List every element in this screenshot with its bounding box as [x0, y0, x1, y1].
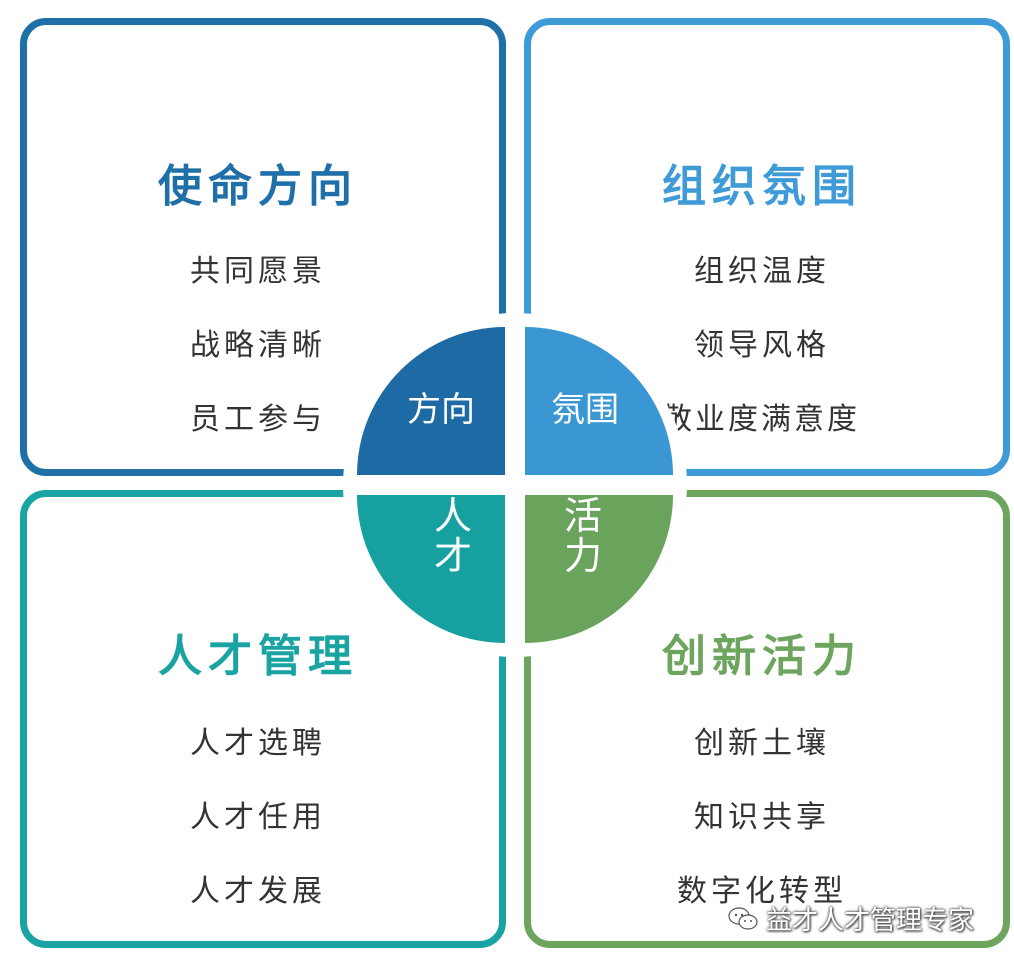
- item-knowledge-sharing: 知识共享: [694, 800, 830, 835]
- item-organization-warmth: 组织温度: [694, 254, 830, 289]
- item-talent-appointment: 人才任用: [190, 800, 326, 835]
- item-strategy-clarity: 战略清晰: [190, 328, 326, 363]
- segment-direction: [357, 327, 505, 475]
- title-mission-direction: 使命方向: [158, 161, 358, 212]
- label-talent-char-1: 人: [433, 494, 472, 538]
- item-innovation-soil: 创新土壤: [694, 726, 830, 761]
- title-innovation-vitality: 创新活力: [662, 631, 862, 682]
- segment-vitality: [525, 495, 673, 643]
- label-talent-char-2: 才: [433, 534, 472, 578]
- quadrant-mission-direction: [20, 18, 506, 476]
- item-digital-transformation: 数字化转型: [677, 874, 847, 909]
- watermark: 益才人才管理专家: [728, 900, 974, 937]
- label-vitality-char-2: 力: [563, 534, 602, 578]
- item-talent-selection: 人才选聘: [190, 726, 326, 761]
- item-leadership-style: 领导风格: [694, 328, 830, 363]
- item-engagement-satisfaction: 敬业度满意度: [662, 402, 860, 437]
- label-vitality: 活 力: [558, 496, 608, 576]
- segment-atmosphere: [525, 327, 673, 475]
- item-shared-vision: 共同愿景: [190, 254, 326, 289]
- item-employee-participation: 员工参与: [190, 402, 326, 437]
- watermark-text: 益才人才管理专家: [766, 906, 975, 936]
- title-organization-atmosphere: 组织氛围: [662, 161, 862, 212]
- item-talent-development: 人才发展: [190, 874, 326, 909]
- title-talent-management: 人才管理: [158, 631, 358, 682]
- label-talent: 人 才: [428, 496, 478, 576]
- wechat-icon: [728, 906, 758, 930]
- segment-talent: [357, 495, 505, 643]
- label-vitality-char-1: 活: [563, 494, 602, 538]
- label-atmosphere: 氛围: [551, 390, 619, 430]
- label-direction: 方向: [407, 390, 475, 430]
